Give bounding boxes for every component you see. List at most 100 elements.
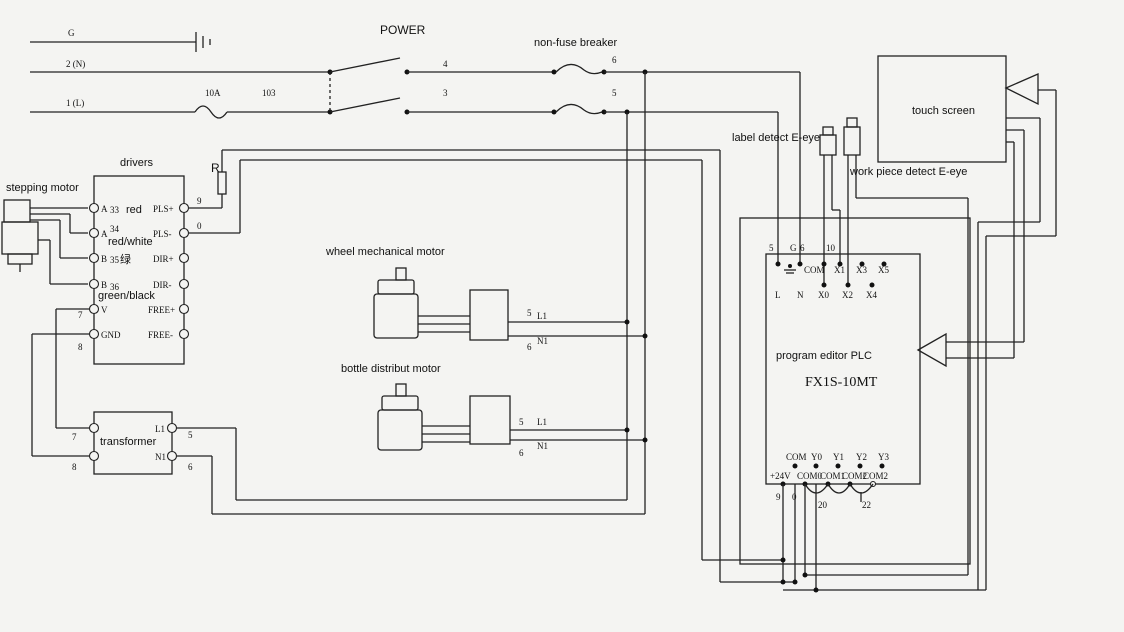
plc-in-x5: X5 (878, 265, 889, 275)
plc-body (765, 253, 921, 485)
plc-out-y2: Y2 (856, 452, 867, 462)
plc-out-com1: COM1 (820, 471, 845, 481)
live-label: 1 (L) (66, 98, 84, 108)
color-green-black-label: green/black (98, 290, 155, 302)
fuse-label: 10A (205, 88, 221, 98)
plc-out-com2a: COM2 (842, 471, 867, 481)
driver-terminal-free-plus: FREE+ (148, 305, 175, 315)
neutral-label: 2 (N) (66, 59, 85, 69)
plc-out-com2b: COM2 (863, 471, 888, 481)
ac-bus (626, 72, 801, 500)
plc-model: FX1S-10MT (805, 375, 878, 390)
drivers-box (93, 175, 185, 365)
wire-35-label: 35 (110, 255, 120, 265)
wire-103-label: 103 (262, 88, 276, 98)
breaker-title: non-fuse breaker (534, 37, 617, 49)
driver-terminal-free-minus: FREE- (148, 330, 173, 340)
label-eye-title: label detect E-eye (732, 132, 820, 144)
bottle-motor-capacitor (469, 395, 511, 445)
plc-in-com: COM (804, 265, 825, 275)
wire-4-label: 4 (443, 59, 448, 69)
transformer-n1: N1 (155, 452, 166, 462)
transformer-title: transformer (100, 436, 157, 448)
wire-34-label: 34 (110, 224, 120, 234)
driver-terminal-pls-minus: PLS- (153, 229, 172, 239)
power-title: POWER (380, 23, 426, 37)
driver-terminal-gnd: GND (101, 330, 121, 340)
driver-terminal-a1: A (101, 204, 108, 214)
wire-33-label: 33 (110, 205, 120, 215)
resistor-label: R (211, 161, 220, 175)
bottle-motor-n1: N1 (537, 441, 548, 451)
wheel-motor-wire-6: 6 (527, 342, 532, 352)
plc-title-prefix: program editor PLC (776, 350, 872, 362)
stepping-motor: stepping motor (1, 182, 88, 285)
color-red-white-label: red/white (108, 236, 153, 248)
transformer-wire-8: 8 (72, 462, 77, 472)
wheel-motor-n1: N1 (537, 336, 548, 346)
plc-in-n: N (797, 290, 804, 300)
wire-3-label: 3 (443, 88, 448, 98)
plc-out-wire-9: 9 (776, 492, 781, 502)
bottle-motor-wire-5: 5 (519, 417, 524, 427)
driver-wire-7: 7 (78, 310, 83, 320)
stepping-motor-title: stepping motor (6, 182, 79, 194)
plc-wire-6: 6 (800, 243, 805, 253)
touch-screen-connector (1004, 73, 1039, 106)
plc-in-x4: X4 (866, 290, 877, 300)
driver-terminal-dir-minus: DIR- (153, 280, 172, 290)
plc-wire-10: 10 (826, 243, 836, 253)
plc-in-l: L (775, 290, 781, 300)
color-red-label: red (126, 204, 142, 216)
driver-terminal-b1: B (101, 254, 107, 264)
plc-outer-frame (739, 217, 971, 565)
plc-out-y0: Y0 (811, 452, 822, 462)
plc-in-x3: X3 (856, 265, 867, 275)
transformer-l1: L1 (155, 424, 165, 434)
plc-out-com0: COM0 (797, 471, 823, 481)
driver-terminal-dir-plus: DIR+ (153, 254, 174, 264)
wheel-motor-l1: L1 (537, 311, 547, 321)
driver-terminal-a2: A (101, 229, 108, 239)
touch-screen-title: touch screen (912, 105, 975, 117)
bottle-motor-l1: L1 (537, 417, 547, 427)
wheel-motor-capacitor (469, 289, 509, 341)
bottle-motor-wire-6: 6 (519, 448, 524, 458)
drivers-title: drivers (120, 157, 154, 169)
pls-wire-9: 9 (197, 196, 202, 206)
transformer-module: transformer L1 N1 7 8 5 6 (72, 411, 646, 515)
breaker-wire-5: 5 (612, 88, 617, 98)
plc-out-y3: Y3 (878, 452, 889, 462)
bottle-motor-title: bottle distribut motor (341, 363, 441, 375)
power-switch-blade-l (329, 97, 401, 113)
driver-terminal-v: V (101, 305, 108, 315)
e-eye-sensors: label detect E-eye work piece detect E-e… (732, 117, 969, 575)
wire-36-label: 36 (110, 282, 120, 292)
driver-terminal-b2: B (101, 280, 107, 290)
transformer-box (93, 411, 173, 475)
transformer-wire-7: 7 (72, 432, 77, 442)
ground-label: G (68, 28, 75, 38)
wheel-motor-title: wheel mechanical motor (325, 246, 445, 258)
power-section: G 2 (N) 4 1 (L) 10A 103 3 POWER (30, 23, 552, 119)
plc-in-x1: X1 (834, 265, 845, 275)
touch-screen-box (877, 55, 1007, 163)
power-switch-blade-n (329, 57, 401, 73)
driver-wire-8: 8 (78, 342, 83, 352)
fuse-symbol (194, 105, 228, 119)
color-green-label: 绿 (120, 252, 131, 266)
driver-terminal-pls-plus: PLS+ (153, 204, 174, 214)
plc-out-y1: Y1 (833, 452, 844, 462)
plc-module: program editor PLC FX1S-10MT 5 G 6 10 CO… (739, 217, 986, 593)
plc-out-24v: +24V (770, 471, 791, 481)
bottle-distribut-motor: bottle distribut motor 5 L1 6 N1 (341, 363, 648, 458)
transformer-wire-6: 6 (188, 462, 193, 472)
plc-wire-5: 5 (769, 243, 774, 253)
wheel-mechanical-motor: wheel mechanical motor 5 L1 6 N1 (325, 246, 648, 352)
breaker-wire-6: 6 (612, 55, 617, 65)
drivers-module: drivers A A B B V GND 33 red 34 red/whit… (31, 149, 795, 583)
work-eye-title: work piece detect E-eye (849, 166, 967, 178)
transformer-wire-5: 5 (188, 430, 193, 440)
plc-out-com: COM (786, 452, 807, 462)
